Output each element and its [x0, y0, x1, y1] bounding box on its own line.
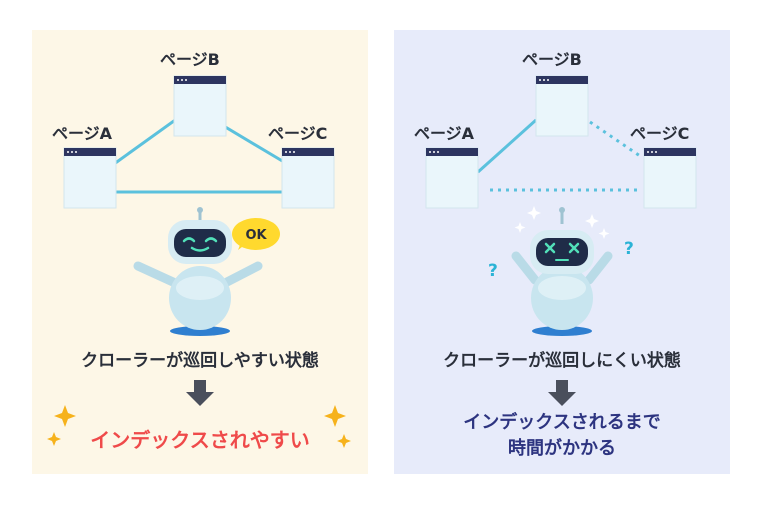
easy-index-result: インデックスされやすい: [90, 428, 310, 452]
page-c-window-icon: [643, 147, 697, 209]
link-b-c-dotted: [589, 120, 641, 158]
ok-speech-bubble: OK: [232, 218, 280, 250]
link-a-b: [476, 118, 538, 174]
slow-index-result-line1: インデックスされるまで: [463, 412, 661, 433]
link-a-b: [113, 116, 179, 166]
page-b-window-icon: [173, 75, 227, 137]
happy-robot-illustration: [133, 207, 263, 336]
down-arrow-icon: [186, 380, 214, 406]
page-b-label: ページB: [522, 50, 582, 69]
page-c-label: ページC: [268, 124, 328, 143]
page-c-label: ページC: [630, 124, 690, 143]
page-a-window-icon: [63, 147, 117, 209]
slow-index-result-line2: 時間がかかる: [508, 438, 616, 459]
question-mark-icon: ?: [624, 239, 634, 259]
hard-crawl-panel: ? ? ページB ページA ページC クローラーが巡回しにくい状態 インデックス…: [394, 30, 730, 474]
question-mark-icon: ?: [488, 261, 498, 281]
page-a-window-icon: [425, 147, 479, 209]
page-a-label: ページA: [52, 124, 113, 143]
page-a-label: ページA: [414, 124, 475, 143]
page-b-label: ページB: [160, 50, 220, 69]
page-b-window-icon: [535, 75, 589, 137]
easy-crawl-state-text: クローラーが巡回しやすい状態: [81, 351, 319, 371]
hard-crawl-state-text: クローラーが巡回しにくい状態: [443, 351, 681, 371]
easy-crawl-panel: OK ページB ページA ページC クローラーが巡回しやすい状態 インデックスさ…: [32, 30, 368, 474]
sparkle-icon: [47, 405, 351, 448]
hard-crawl-diagram: ? ?: [425, 75, 697, 406]
page-c-window-icon: [281, 147, 335, 209]
confused-robot-illustration: [511, 207, 613, 336]
link-b-c: [221, 123, 285, 164]
down-arrow-icon: [548, 380, 576, 406]
easy-crawl-diagram: OK: [47, 75, 351, 448]
slow-index-result: インデックスされるまで 時間がかかる: [394, 410, 730, 462]
dizzy-stars-icon: [514, 206, 610, 239]
ok-bubble-text: OK: [245, 228, 267, 243]
